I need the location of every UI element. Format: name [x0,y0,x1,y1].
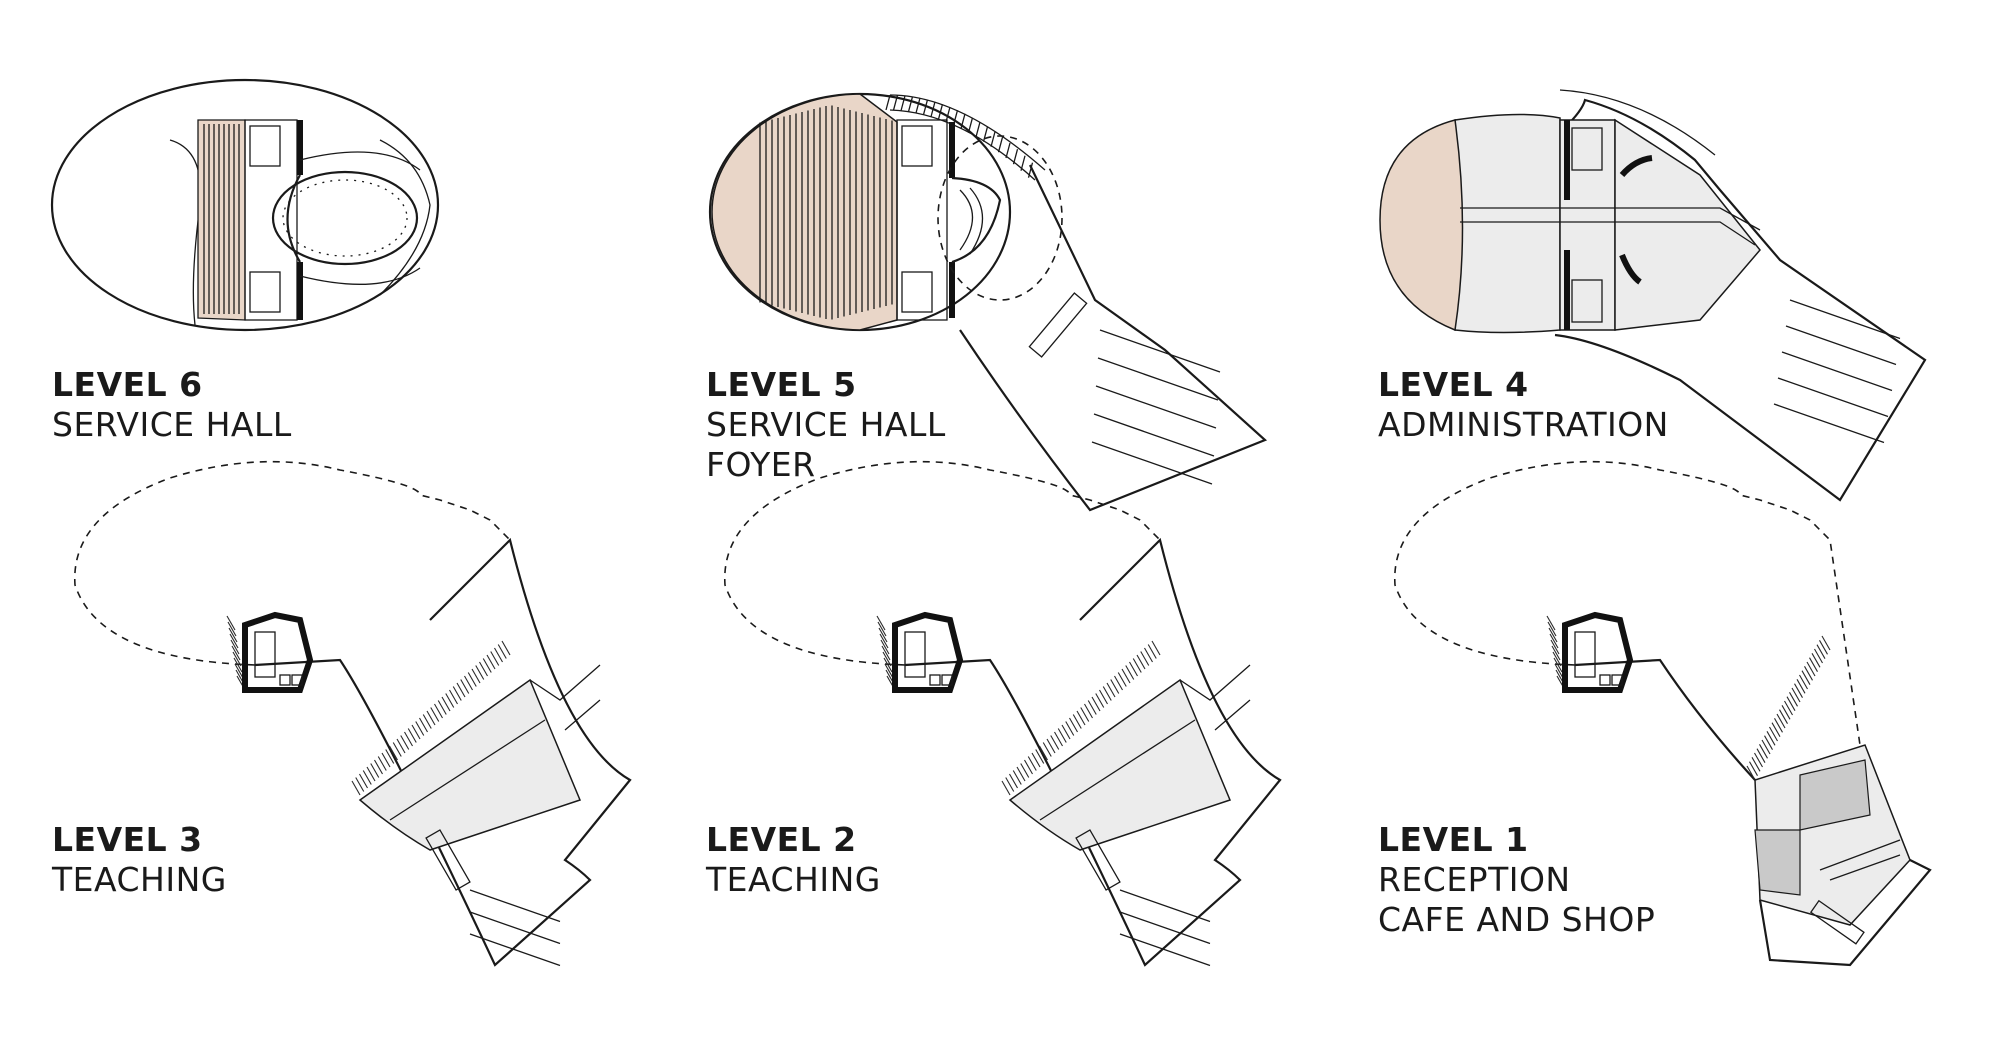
staircase-icon [1571,127,1603,323]
teaching-rooms [1008,678,1232,851]
level-1-label: LEVEL 1 RECEPTION CAFE AND SHOP [1378,820,1655,940]
level-title: LEVEL 6 [52,365,203,404]
plan-level-4 [1379,89,1927,502]
toilet-icon [929,674,953,686]
level-title: LEVEL 5 [706,365,857,404]
level-function: ADMINISTRATION [1378,405,1669,444]
level-4-label: LEVEL 4 ADMINISTRATION [1378,365,1669,445]
staircase-icon [904,631,926,678]
teaching-rooms [358,678,582,851]
level-title: LEVEL 1 [1378,820,1529,859]
plan-level-2 [724,460,1282,967]
level-function: TEACHING [706,860,881,899]
level-5-label: LEVEL 5 SERVICE HALL FOYER [706,365,946,485]
staircase-icon [249,125,281,313]
level-function: RECEPTION [1378,860,1571,899]
toilet-icon [1599,674,1623,686]
staircase-icon [1574,631,1596,678]
level-title: LEVEL 2 [706,820,857,859]
level-function: TEACHING [52,860,227,899]
level-title: LEVEL 4 [1378,365,1529,404]
toilet-icon [279,674,303,686]
plan-level-6 [50,78,440,332]
plan-level-5 [708,92,1268,512]
service-hall-area [197,119,246,321]
plan-level-3 [74,460,632,967]
level-function: SERVICE HALL [52,405,292,444]
level-title: LEVEL 3 [52,820,203,859]
plan-level-1 [1394,460,1932,967]
level-function: FOYER [706,445,816,484]
level-2-label: LEVEL 2 TEACHING [706,820,881,900]
level-3-label: LEVEL 3 TEACHING [52,820,227,900]
administration-area [1454,113,1561,334]
staircase-icon [901,125,933,313]
level-function: SERVICE HALL [706,405,946,444]
level-6-label: LEVEL 6 SERVICE HALL [52,365,292,445]
staircase-icon [254,631,276,678]
level-function: CAFE AND SHOP [1378,900,1656,939]
service-hall-area [711,93,898,331]
